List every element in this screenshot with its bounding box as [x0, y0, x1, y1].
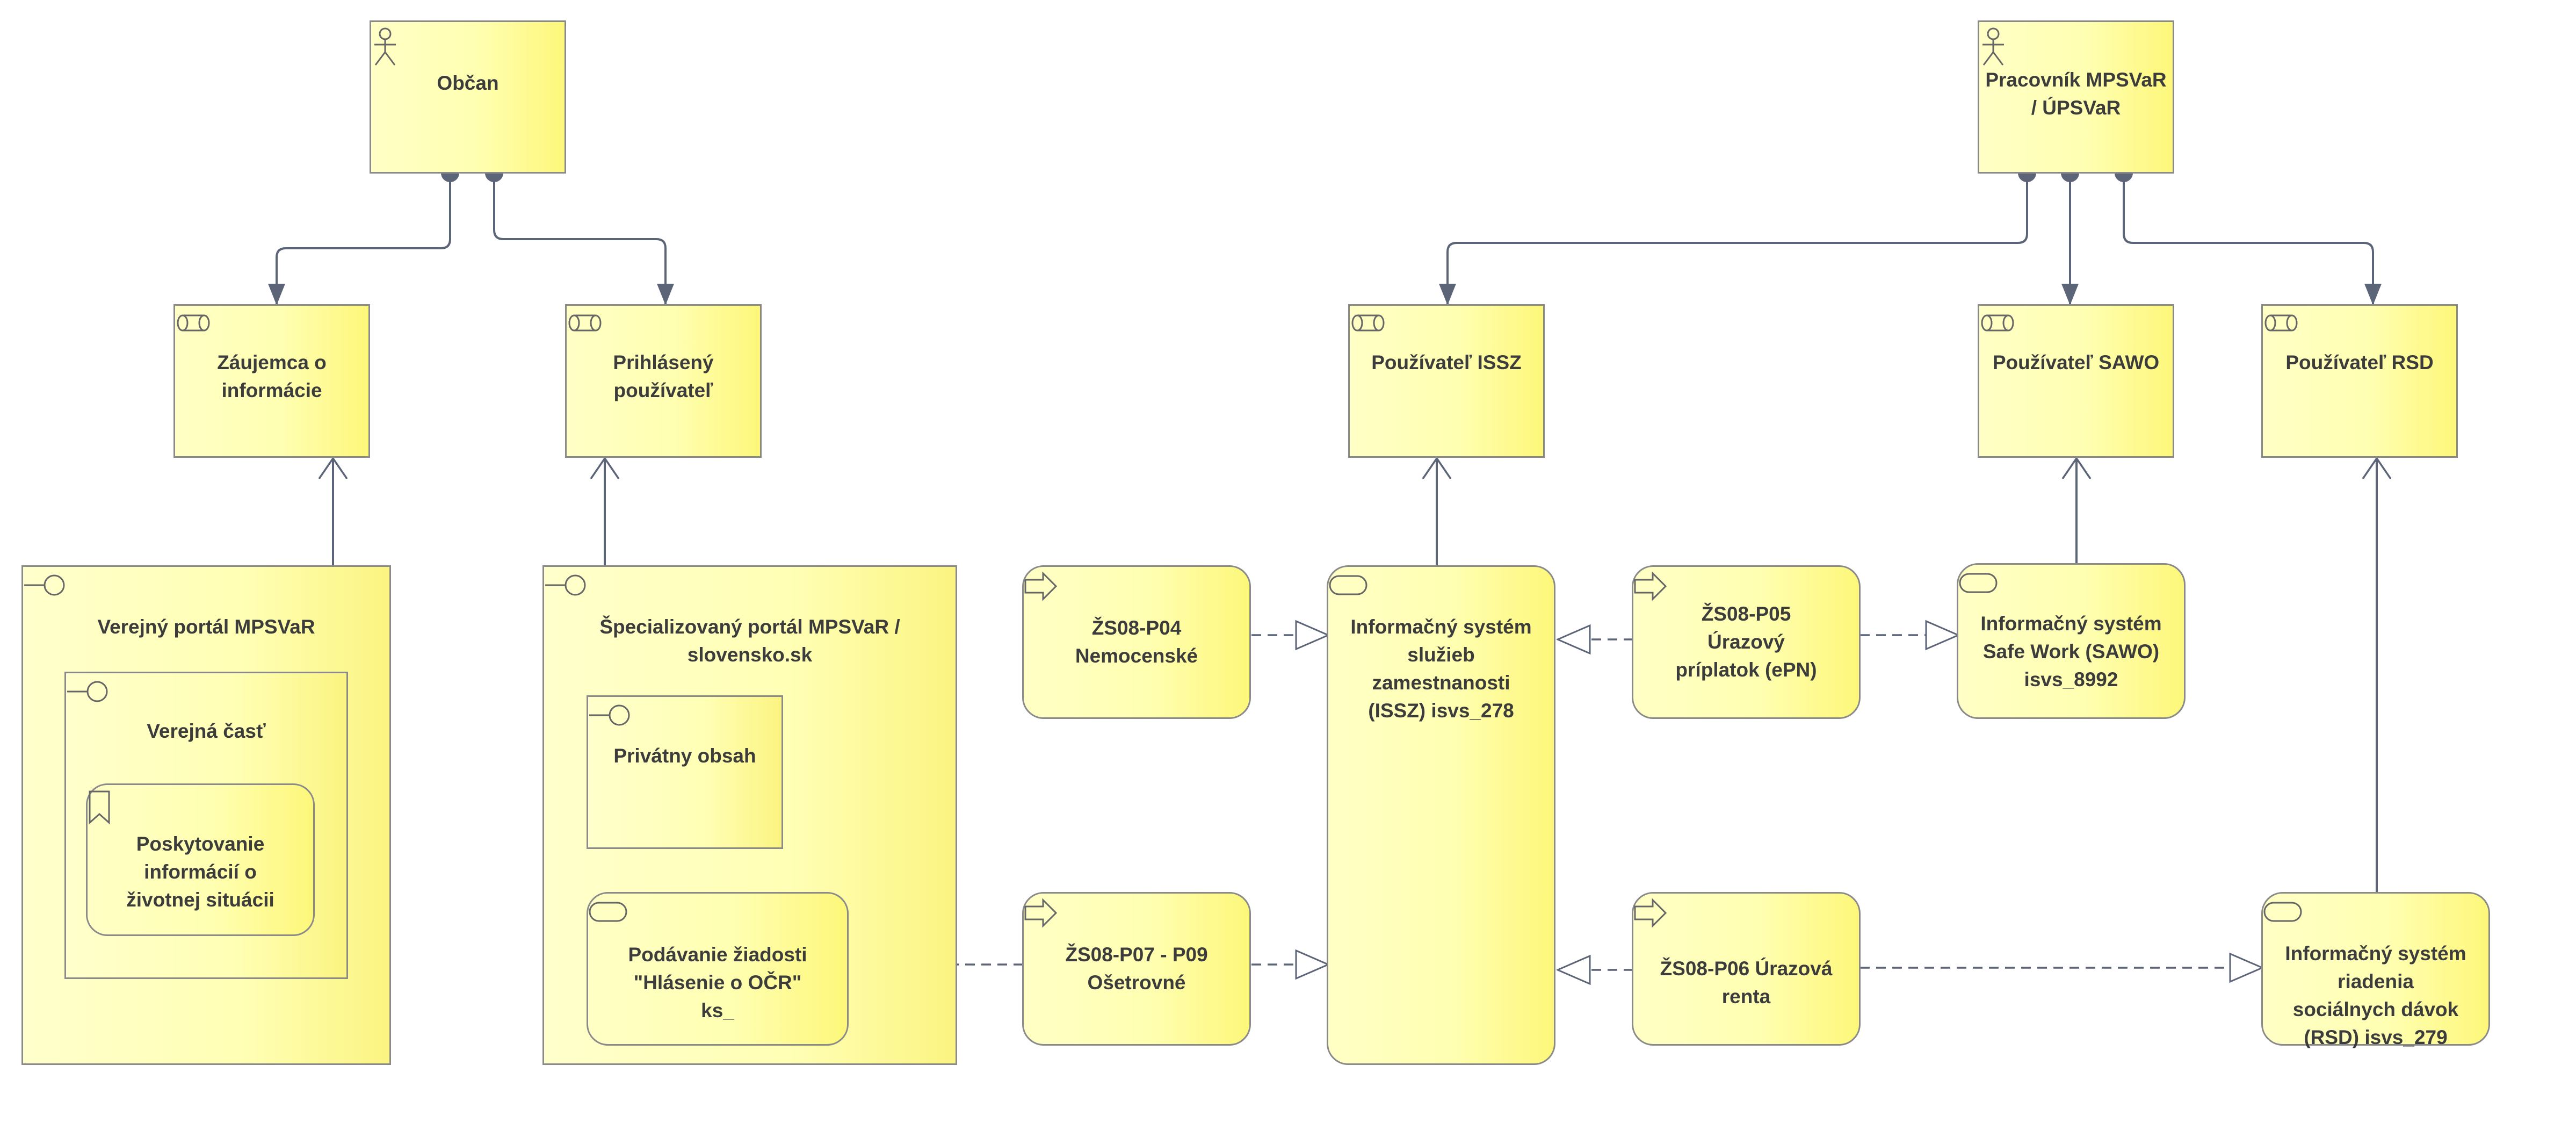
- actor-pracovnik-label: Pracovník MPSVaR / ÚPSVaR: [1985, 69, 2167, 119]
- service-icon: [1959, 573, 1998, 593]
- service-podavanie-label: Podávanie žiadosti "Hlásenie o OČR" ks_: [628, 944, 807, 1021]
- event-poskytovanie[interactable]: Poskytovanie informácií o životnej situá…: [86, 783, 315, 936]
- role-icon: [1981, 314, 2014, 332]
- actor-icon: [1982, 27, 2004, 66]
- role-pouzivatel-rsd[interactable]: Používateľ RSD: [2261, 304, 2458, 458]
- process-arrow-icon: [1634, 571, 1667, 601]
- service-rsd-label: Informačný systém riadenia sociálnych dá…: [2285, 942, 2466, 1048]
- interface-icon: [545, 574, 586, 596]
- connector-obcan-zaujemca: [268, 173, 451, 305]
- service-icon: [589, 902, 627, 922]
- connector-pracovnik-issz: [1439, 173, 2028, 305]
- connector-pracovnik-rsd: [2123, 173, 2382, 305]
- role-pouzivatel-sawo-label: Používateľ SAWO: [1992, 351, 2160, 373]
- connector-obcan-prihlaseny: [493, 173, 674, 305]
- role-icon: [1351, 314, 1385, 332]
- role-pouzivatel-rsd-label: Používateľ RSD: [2285, 351, 2434, 373]
- bookmark-icon: [89, 790, 110, 825]
- role-prihlaseny-label: Prihlásený používateľ: [613, 351, 714, 401]
- actor-obcan-label: Občan: [437, 72, 499, 94]
- service-issz[interactable]: Informačný systém služieb zamestnanosti …: [1327, 565, 1555, 1065]
- interface-icon: [67, 681, 108, 702]
- process-zs08-p05-label: ŽS08-P05 Úrazový príplatok (ePN): [1675, 603, 1817, 681]
- actor-icon: [374, 27, 396, 66]
- interface-verejny-portal-label: Verejný portál MPSVaR: [97, 616, 315, 638]
- service-icon: [2263, 902, 2302, 922]
- actor-pracovnik[interactable]: Pracovník MPSVaR / ÚPSVaR: [1978, 20, 2174, 174]
- process-zs08-p05[interactable]: ŽS08-P05 Úrazový príplatok (ePN): [1632, 565, 1861, 719]
- actor-obcan[interactable]: Občan: [370, 20, 566, 174]
- service-icon: [1329, 575, 1367, 595]
- role-icon: [568, 314, 602, 332]
- interface-icon: [24, 574, 65, 596]
- interface-verejna-cast-label: Verejná časť: [147, 720, 266, 742]
- process-zs08-p04[interactable]: ŽS08-P04 Nemocenské: [1022, 565, 1251, 719]
- interface-specializovany-portal-label: Špecializovaný portál MPSVaR / slovensko…: [599, 616, 900, 666]
- process-zs08-p06-label: ŽS08-P06 Úrazová renta: [1660, 958, 1833, 1008]
- interface-privatny-obsah[interactable]: Privátny obsah: [587, 695, 783, 849]
- role-pouzivatel-sawo[interactable]: Používateľ SAWO: [1978, 304, 2174, 458]
- process-zs08-p04-label: ŽS08-P04 Nemocenské: [1075, 617, 1198, 667]
- service-issz-label: Informačný systém služieb zamestnanosti …: [1350, 616, 1532, 722]
- service-podavanie[interactable]: Podávanie žiadosti "Hlásenie o OČR" ks_: [587, 892, 849, 1046]
- role-pouzivatel-issz[interactable]: Používateľ ISSZ: [1348, 304, 1545, 458]
- service-sawo-label: Informačný systém Safe Work (SAWO) isvs_…: [1980, 613, 2162, 690]
- role-icon: [177, 314, 210, 332]
- role-pouzivatel-issz-label: Používateľ ISSZ: [1371, 351, 1522, 373]
- process-arrow-icon: [1024, 571, 1058, 601]
- service-rsd[interactable]: Informačný systém riadenia sociálnych dá…: [2261, 892, 2490, 1048]
- role-icon: [2264, 314, 2298, 332]
- service-sawo[interactable]: Informačný systém Safe Work (SAWO) isvs_…: [1957, 563, 2186, 719]
- process-zs08-p06[interactable]: ŽS08-P06 Úrazová renta: [1632, 892, 1861, 1046]
- role-prihlaseny[interactable]: Prihlásený používateľ: [565, 304, 762, 458]
- role-zaujemca-label: Záujemca o informácie: [217, 351, 327, 401]
- role-zaujemca[interactable]: Záujemca o informácie: [173, 304, 370, 458]
- interface-icon: [589, 704, 630, 726]
- process-arrow-icon: [1634, 898, 1667, 928]
- process-zs08-p07-label: ŽS08-P07 - P09 Ošetrovné: [1065, 944, 1208, 994]
- event-poskytovanie-label: Poskytovanie informácií o životnej situá…: [126, 833, 274, 911]
- process-zs08-p07[interactable]: ŽS08-P07 - P09 Ošetrovné: [1022, 892, 1251, 1046]
- interface-privatny-obsah-label: Privátny obsah: [613, 745, 756, 767]
- process-arrow-icon: [1024, 898, 1058, 928]
